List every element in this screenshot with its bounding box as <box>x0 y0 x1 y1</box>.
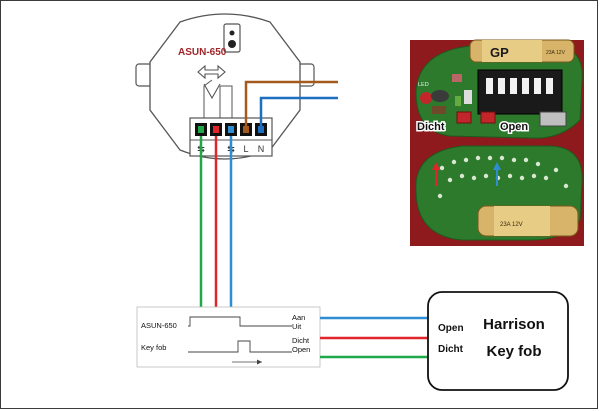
button-close <box>456 111 472 124</box>
keyfob-title-1: Harrison <box>483 316 545 333</box>
timing-row2-name: Key fob <box>141 343 166 352</box>
wire-live-brown <box>244 80 338 128</box>
battery-text-top: 23A 12V <box>546 50 566 56</box>
timing-row1-name: ASUN-650 <box>141 321 177 330</box>
battery-brand: GP <box>490 45 509 60</box>
battery-text-bottom: 23A 12V <box>500 222 523 228</box>
photo-label-close: Dicht <box>417 121 445 133</box>
keyfob-photo: GP 23A 12V LED Dicht Open <box>410 39 584 246</box>
photo-label-open: Open <box>500 121 528 133</box>
keyfob-outline <box>427 291 569 391</box>
timing-row1-low: Uit <box>292 322 302 331</box>
switch-dot-bottom <box>228 40 236 48</box>
led <box>420 92 432 104</box>
timing-row2-signal <box>188 340 292 353</box>
timing-diagram: ASUN-650 Aan Uit Key fob Dicht Open <box>136 306 321 368</box>
led-label: LED <box>418 82 429 88</box>
keyfob-input-open: Open <box>438 323 464 334</box>
module-internal-wires <box>203 79 233 118</box>
timing-row1-high: Aan <box>292 313 305 322</box>
keyfob-box: Open Dicht Harrison Key fob <box>427 291 569 391</box>
module-switch <box>223 23 241 53</box>
keyfob-title-2: Key fob <box>486 343 541 360</box>
button-open <box>480 111 496 124</box>
module-title: ASUN-650 <box>178 47 227 58</box>
timing-row2-high: Dicht <box>292 336 310 345</box>
motor-arrow-icon <box>197 64 226 100</box>
terminal-label-5: N <box>258 144 265 154</box>
solder-points <box>437 155 569 199</box>
terminal-label-4: L <box>243 144 248 154</box>
asun-module: ASUN-650 ⇆ ↓ ⇆ <box>135 13 315 160</box>
timing-row2-low: Open <box>292 345 310 354</box>
wire-neutral-blue <box>259 96 338 128</box>
terminal-screws <box>195 123 267 136</box>
keyfob-input-close: Dicht <box>438 344 464 355</box>
switch-dot-top <box>229 30 235 36</box>
timing-row1-signal <box>188 316 292 327</box>
